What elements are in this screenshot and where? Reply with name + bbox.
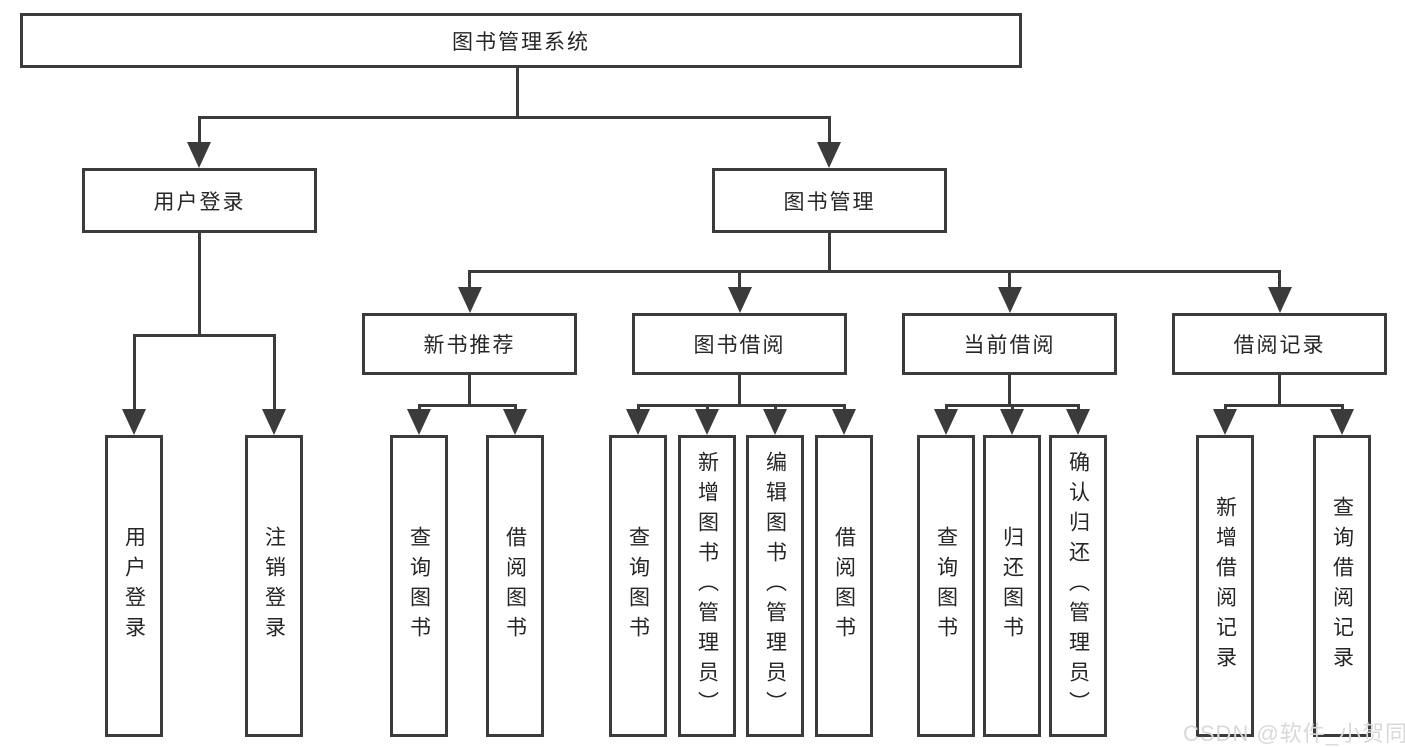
- node-label: 新增图书（管理员）: [695, 451, 719, 721]
- connector-line: [636, 404, 846, 407]
- arrow-down-icon: [457, 287, 482, 313]
- node-label: 查询图书: [934, 526, 958, 646]
- node-label: 图书管理: [783, 190, 876, 214]
- node-book-borrowing: 图书借阅: [632, 313, 847, 375]
- connector-line: [197, 118, 201, 146]
- connector-line: [468, 375, 471, 406]
- node-label: 新书推荐: [423, 334, 516, 357]
- connector-line: [827, 233, 831, 271]
- arrow-down-icon: [817, 142, 841, 168]
- arrow-down-icon: [727, 287, 752, 313]
- leaf-logout-login: 注销登录: [245, 435, 303, 737]
- connector-line: [827, 118, 831, 146]
- node-current-borrowing: 当前借阅: [902, 313, 1117, 375]
- node-label: 借阅图书: [832, 526, 856, 646]
- arrow-down-icon: [1000, 409, 1024, 435]
- connector-line: [197, 233, 201, 335]
- leaf-add-books-admin: 新增图书（管理员）: [678, 435, 736, 737]
- node-label: 注销登录: [262, 526, 286, 646]
- arrow-down-icon: [934, 409, 958, 435]
- node-label: 当前借阅: [963, 334, 1056, 357]
- connector-line: [1278, 272, 1281, 290]
- node-label: 编辑图书（管理员）: [763, 451, 787, 721]
- node-label: 借阅图书: [503, 526, 527, 646]
- node-borrowing-records: 借阅记录: [1172, 313, 1387, 375]
- node-label: 图书管理系统: [452, 30, 590, 54]
- leaf-borrow-books: 借阅图书: [486, 435, 544, 737]
- leaf-add-borrow-record: 新增借阅记录: [1196, 435, 1254, 737]
- arrow-down-icon: [1267, 287, 1292, 313]
- connector-line: [944, 404, 1080, 407]
- node-label: 查询图书: [407, 526, 431, 646]
- connector-line: [1278, 375, 1281, 406]
- leaf-query-books-2: 查询图书: [609, 435, 667, 737]
- node-label: 图书借阅: [693, 334, 786, 357]
- connector-line: [738, 375, 741, 406]
- arrow-down-icon: [832, 409, 856, 435]
- connector-line: [417, 404, 517, 407]
- leaf-return-books: 归还图书: [983, 435, 1041, 737]
- arrow-down-icon: [187, 142, 211, 168]
- node-label: 新增借阅记录: [1213, 496, 1237, 676]
- leaf-query-borrow-record: 查询借阅记录: [1313, 435, 1371, 737]
- leaf-query-books-3: 查询图书: [917, 435, 975, 737]
- leaf-user-login: 用户登录: [105, 435, 163, 737]
- csdn-watermark: CSDN @软件_小贺同学: [1183, 721, 1405, 746]
- arrow-down-icon: [503, 409, 527, 435]
- node-label: 确认归还（管理员）: [1066, 451, 1090, 721]
- connector-line: [468, 272, 471, 290]
- node-user-login: 用户登录: [82, 168, 317, 233]
- connector-line: [132, 334, 276, 337]
- arrow-down-icon: [763, 409, 787, 435]
- node-label: 归还图书: [1000, 526, 1024, 646]
- connector-line: [1223, 404, 1344, 407]
- arrow-down-icon: [626, 409, 650, 435]
- leaf-query-books: 查询图书: [390, 435, 448, 737]
- connector-line: [272, 336, 276, 412]
- connector-line: [1008, 375, 1011, 406]
- connector-line: [515, 68, 519, 118]
- node-label: 用户登录: [122, 526, 146, 646]
- node-label: 借阅记录: [1233, 334, 1326, 357]
- node-label: 用户登录: [153, 190, 246, 214]
- connector-line: [738, 272, 741, 290]
- leaf-borrow-books-2: 借阅图书: [815, 435, 873, 737]
- arrow-down-icon: [262, 409, 286, 435]
- arrow-down-icon: [695, 409, 719, 435]
- arrow-down-icon: [1330, 409, 1354, 435]
- arrow-down-icon: [997, 287, 1022, 313]
- node-book-management: 图书管理: [712, 168, 947, 233]
- connector-line: [1008, 272, 1011, 290]
- arrow-down-icon: [407, 409, 431, 435]
- node-library-management-system: 图书管理系统: [20, 13, 1022, 68]
- node-label: 查询图书: [626, 526, 650, 646]
- arrow-down-icon: [1213, 409, 1237, 435]
- arrow-down-icon: [1066, 409, 1090, 435]
- connector-line: [197, 116, 831, 119]
- connector-line: [132, 336, 136, 412]
- arrow-down-icon: [122, 409, 146, 435]
- node-new-book-recommendation: 新书推荐: [362, 313, 577, 375]
- connector-line: [468, 270, 1281, 273]
- leaf-confirm-return-admin: 确认归还（管理员）: [1049, 435, 1107, 737]
- leaf-edit-books-admin: 编辑图书（管理员）: [746, 435, 804, 737]
- node-label: 查询借阅记录: [1330, 496, 1354, 676]
